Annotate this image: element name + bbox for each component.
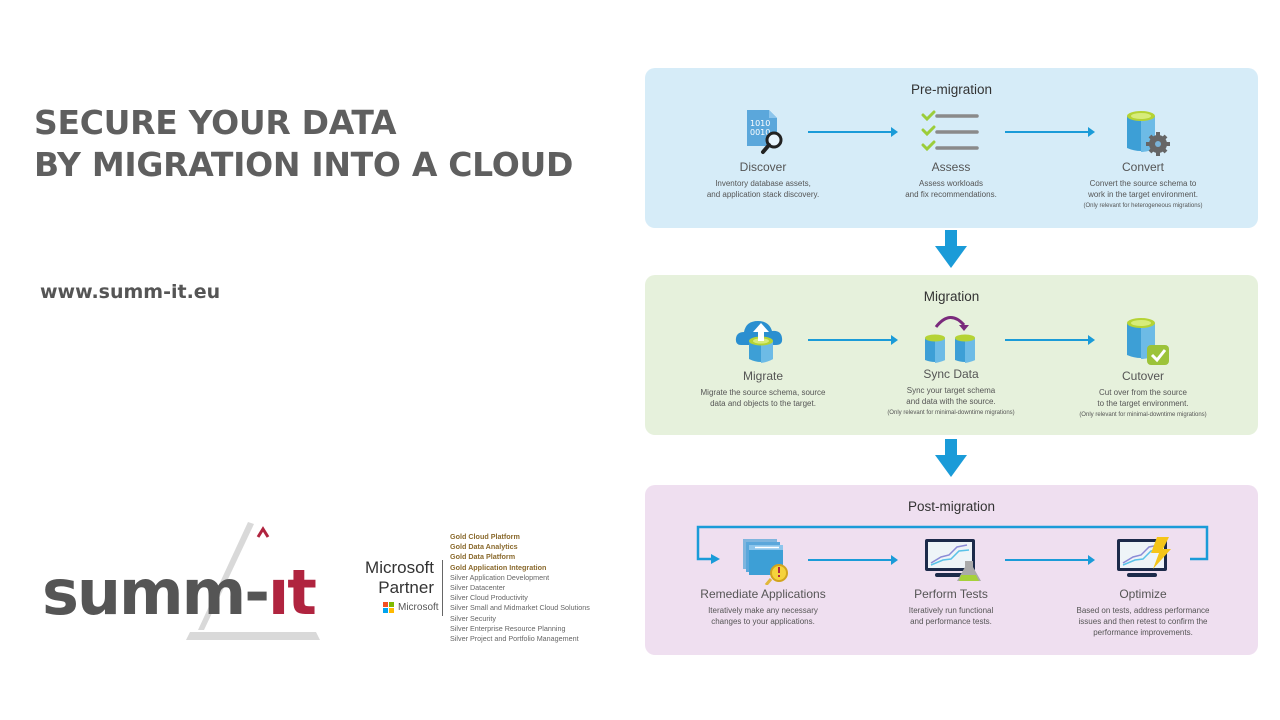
post-migration-title: Post-migration <box>907 499 996 514</box>
competency-item: Gold Data Analytics <box>450 542 518 552</box>
application-warning-icon <box>733 535 793 586</box>
step-label: Optimize <box>1119 587 1167 601</box>
step-note: (Only relevant for heterogeneous migrati… <box>1083 203 1203 209</box>
competency-item: Silver Project and Portfolio Management <box>450 634 579 644</box>
competency-item: Silver Datacenter <box>450 583 506 593</box>
step-discover: 1010 0010 Discover Inventory database as… <box>663 108 863 200</box>
step-note: (Only relevant for minimal-downtime migr… <box>1079 412 1207 418</box>
migration-panel: Migration Migrate Migrate the source sch… <box>645 275 1258 435</box>
logo-text: summ-ıt <box>42 556 317 629</box>
monitor-flask-icon <box>921 535 981 585</box>
pre-migration-panel: Pre-migration 1010 0010 Discover Invento… <box>645 68 1258 228</box>
phase-down-arrow <box>935 439 967 477</box>
headline: SECURE YOUR DATA BY MIGRATION INTO A CLO… <box>34 102 573 186</box>
partner-divider <box>442 560 443 616</box>
logo-text-main: summ- <box>42 556 270 629</box>
step-label: Remediate Applications <box>700 587 826 601</box>
phase-down-arrow <box>935 230 967 268</box>
step-label: Sync Data <box>923 367 979 381</box>
svg-text:1010: 1010 <box>750 119 770 128</box>
microsoft-brand-text: Microsoft <box>398 602 439 613</box>
flow-arrow <box>1005 127 1095 137</box>
logo-triangle-icon <box>186 522 320 640</box>
competency-item: Silver Small and Midmarket Cloud Solutio… <box>450 603 590 613</box>
logo-text-accent: ıt <box>267 556 317 629</box>
step-label: Assess <box>931 160 971 174</box>
flow-arrow <box>808 127 898 137</box>
step-description: Inventory database assets,and applicatio… <box>706 179 820 199</box>
competency-item: Gold Application Integration <box>450 562 547 572</box>
microsoft-partner-label: Microsoft Partner <box>358 558 434 598</box>
migration-title: Migration <box>923 289 980 304</box>
flow-arrow <box>808 335 898 345</box>
microsoft-logo-icon <box>383 602 394 613</box>
step-remediate-applications: Remediate Applications Iteratively make … <box>663 535 863 627</box>
competency-item: Gold Cloud Platform <box>450 532 520 541</box>
competency-item: Silver Security <box>450 613 496 623</box>
step-label: Perform Tests <box>914 587 988 601</box>
database-gear-icon <box>1113 108 1173 158</box>
svg-text:0010: 0010 <box>750 128 770 137</box>
post-migration-panel: Post-migration Remediate Applications It… <box>645 485 1258 655</box>
document-search-icon: 1010 0010 <box>733 108 793 158</box>
competency-item: Silver Cloud Productivity <box>450 593 528 603</box>
flow-arrow <box>1005 335 1095 345</box>
summ-it-logo: summ-ıt <box>40 520 320 645</box>
database-check-icon <box>1113 317 1173 367</box>
step-label: Convert <box>1121 160 1165 174</box>
step-optimize: Optimize Based on tests, address perform… <box>1043 535 1243 638</box>
website-link[interactable]: www.summ-it.eu <box>40 281 221 303</box>
step-perform-tests: Perform Tests Iteratively run functional… <box>851 535 1051 627</box>
step-note: (Only relevant for minimal-downtime migr… <box>887 410 1015 416</box>
microsoft-brand: Microsoft <box>383 602 439 613</box>
competency-item: Silver Enterprise Resource Planning <box>450 623 566 633</box>
flow-arrow <box>1005 555 1095 565</box>
headline-line-1: SECURE YOUR DATA <box>34 103 397 142</box>
monitor-lightning-icon <box>1113 535 1173 585</box>
step-label: Cutover <box>1121 369 1165 383</box>
partner-line-2: Partner <box>378 578 434 597</box>
competency-item: Silver Application Development <box>450 572 550 582</box>
iteration-loop-arrow <box>696 525 1209 564</box>
flow-arrow <box>808 555 898 565</box>
checklist-icon <box>921 108 981 158</box>
partner-line-1: Microsoft <box>365 558 434 577</box>
step-migrate: Migrate Migrate the source schema, sourc… <box>663 317 863 409</box>
competency-item: Gold Data Platform <box>450 552 516 562</box>
database-sync-icon <box>921 313 981 367</box>
step-label: Migrate <box>742 369 783 383</box>
pre-migration-title: Pre-migration <box>910 82 993 97</box>
cloud-upload-database-icon <box>733 317 793 367</box>
headline-line-2: BY MIGRATION INTO A CLOUD <box>34 145 574 184</box>
step-label: Discover <box>739 160 787 174</box>
